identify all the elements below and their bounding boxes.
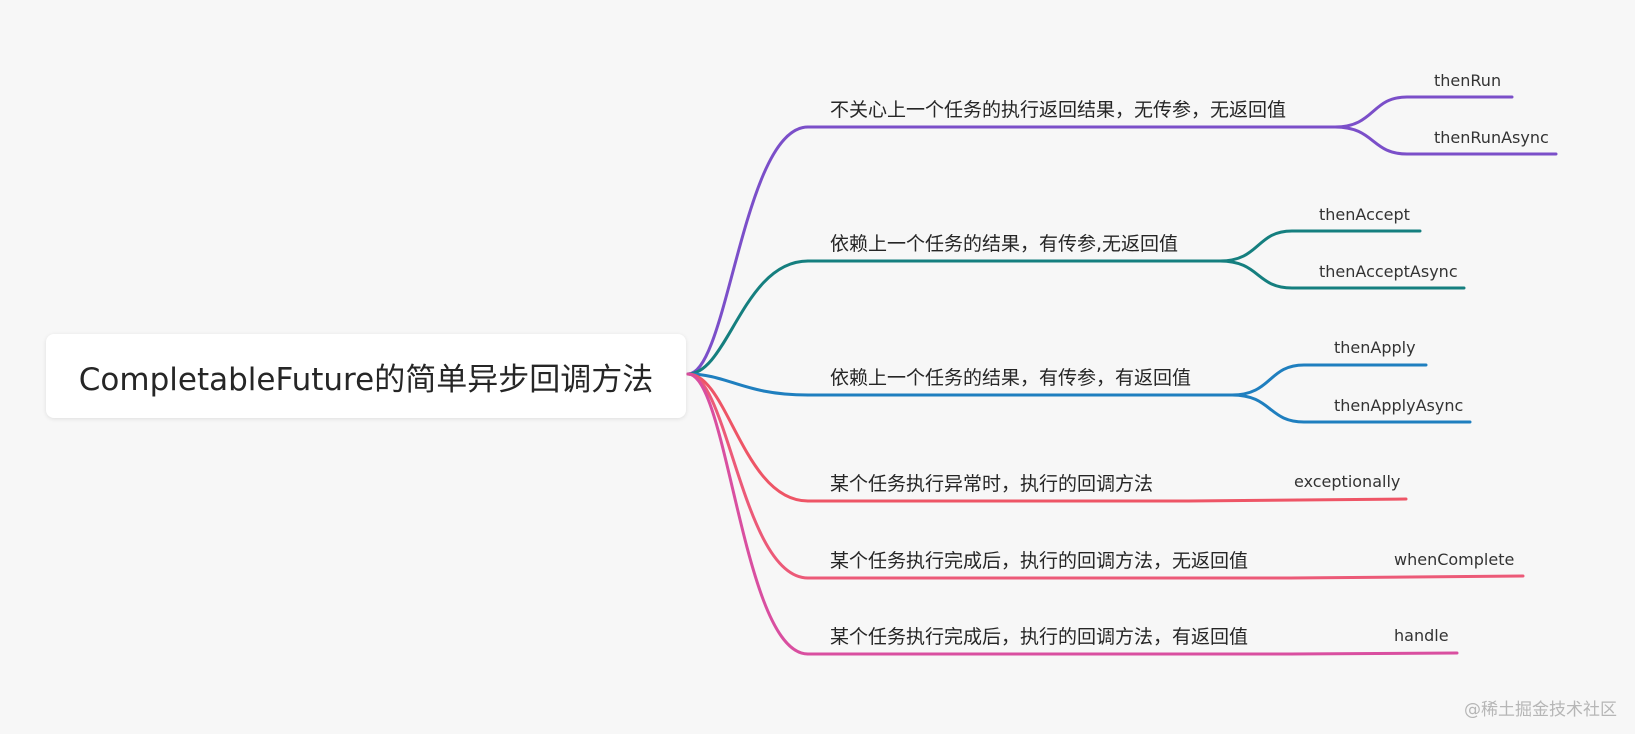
leaf-label-handle[interactable]: handle [1394,626,1449,645]
connector-root-branch-1 [686,125,810,376]
leaf-connector-2-2 [1218,259,1466,290]
branch-label-5[interactable]: 某个任务执行完成后，执行的回调方法，无返回值 [830,550,1249,572]
leaf-connector-3-1 [1230,363,1428,397]
branch-label-6[interactable]: 某个任务执行完成后，执行的回调方法，有返回值 [830,626,1249,648]
leaf-label-then-apply[interactable]: thenApply [1334,338,1416,357]
connector-root-branch-6 [686,372,810,656]
leaf-label-then-run[interactable]: thenRun [1434,71,1502,90]
leaf-label-exceptionally[interactable]: exceptionally [1294,472,1401,491]
watermark: @稀土掘金技术社区 [1464,700,1617,720]
leaf-label-then-accept[interactable]: thenAccept [1319,205,1410,224]
leaf-label-when-complete[interactable]: whenComplete [1394,550,1515,569]
leaf-connector-5-1 [1288,574,1525,580]
leaf-connector-4-1 [1186,497,1408,503]
branch-label-2[interactable]: 依赖上一个任务的结果，有传参,无返回值 [830,233,1179,255]
branch-label-3[interactable]: 依赖上一个任务的结果，有传参，有返回值 [830,367,1192,389]
branch-label-4[interactable]: 某个任务执行异常时，执行的回调方法 [830,473,1154,495]
leaf-connector-6-1 [1288,651,1459,656]
leaf-label-then-apply-async[interactable]: thenApplyAsync [1334,396,1464,415]
root-node[interactable]: CompletableFuture的简单异步回调方法 [46,334,686,418]
root-label: CompletableFuture的简单异步回调方法 [78,361,654,398]
branch-label-1[interactable]: 不关心上一个任务的执行返回结果，无传参，无返回值 [830,99,1287,121]
connector-root-branch-4 [686,372,810,503]
leaf-connector-3-2 [1230,393,1472,424]
leaf-connector-2-1 [1218,229,1422,263]
leaf-label-then-accept-async[interactable]: thenAcceptAsync [1319,262,1458,281]
leaf-connector-1-1 [1333,95,1514,129]
connector-root-branch-2 [686,259,810,376]
connector-root-branch-5 [686,372,810,580]
leaf-label-then-run-async[interactable]: thenRunAsync [1434,128,1549,147]
connector-root-branch-3 [686,372,810,397]
leaf-connector-1-2 [1333,125,1558,156]
